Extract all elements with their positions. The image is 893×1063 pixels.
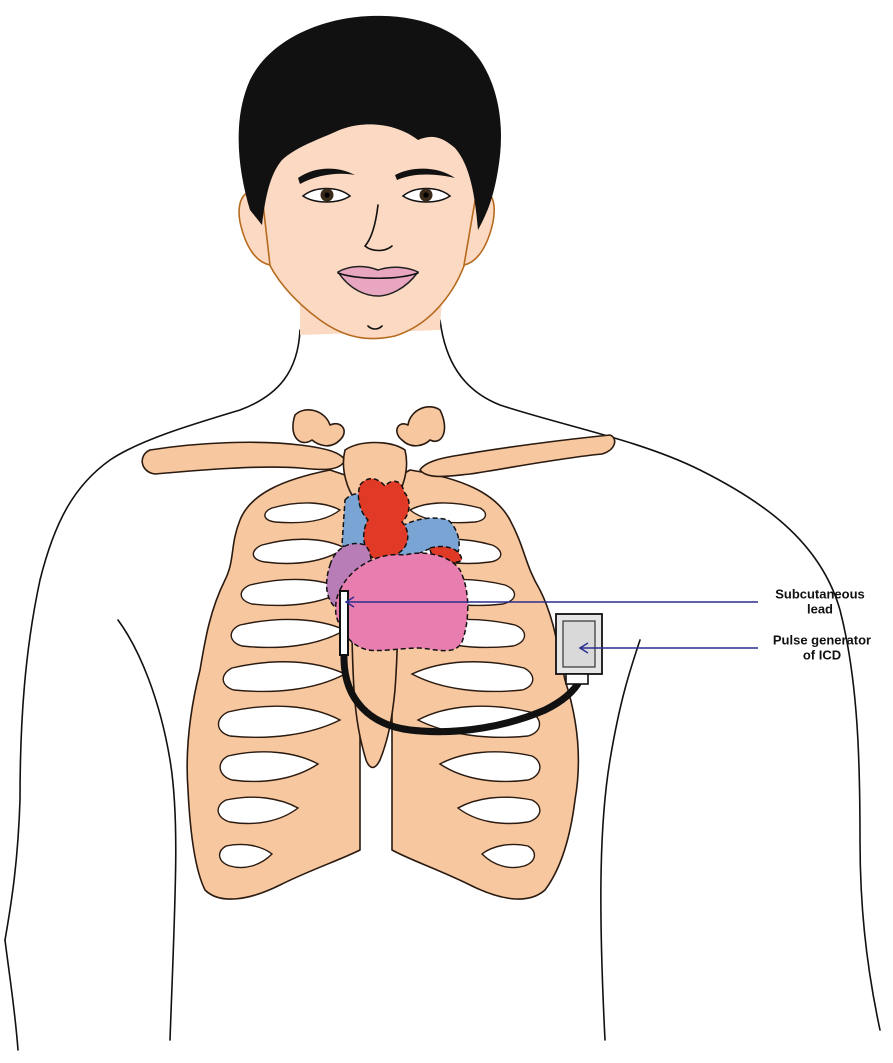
right-scapula [397,407,445,446]
left-clavicle [142,442,345,474]
left-scapula [293,410,344,446]
head [239,16,501,339]
subcutaneous-lead-electrode [340,591,348,655]
pulse-generator [556,614,602,684]
right-clavicle [420,435,615,477]
